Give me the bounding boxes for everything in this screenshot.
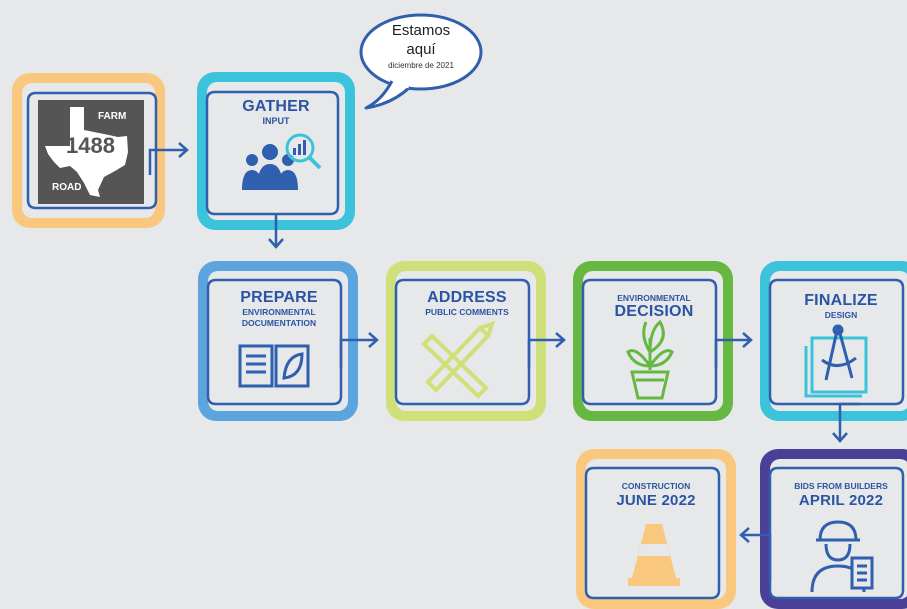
arrow-prepare-to-address: [339, 332, 379, 368]
tile-address: [386, 261, 546, 421]
construction-line-2: JUNE 2022: [616, 492, 696, 509]
texas-shape-icon: [45, 107, 128, 197]
traffic-cone-icon: [628, 524, 680, 586]
bids-line-1: BIDS FROM BUILDERS: [794, 481, 888, 491]
prepare-subtitle-2: DOCUMENTATION: [241, 318, 317, 328]
pencil-ruler-icon: [421, 320, 496, 399]
tile-gather: [197, 72, 355, 230]
blueprint-compass-icon: [804, 324, 868, 398]
bubble-date: diciembre de 2021: [388, 61, 454, 70]
address-subtitle: PUBLIC COMMENTS: [425, 307, 509, 317]
construction-worker-icon: [810, 520, 874, 593]
open-book-leaf-icon: [238, 344, 310, 388]
sign-number: 1488: [66, 133, 115, 158]
construction-line-1: CONSTRUCTION: [621, 481, 691, 491]
bubble-line-2: aquí: [406, 41, 436, 58]
finalize-title: FINALIZE: [804, 292, 878, 309]
bids-line-2: APRIL 2022: [798, 492, 884, 509]
tile-prepare: [198, 261, 358, 421]
tile-finalize: [760, 261, 907, 421]
arrow-address-to-decision: [527, 332, 566, 368]
bubble-line-1: Estamos: [391, 22, 451, 39]
prepare-title: PREPARE: [240, 289, 318, 306]
people-analytics-icon: [242, 133, 322, 190]
speech-bubble-text: Estamos aquí diciembre de 2021: [374, 22, 468, 70]
sign-road-label: ROAD: [52, 182, 82, 193]
finalize-subtitle: DESIGN: [824, 310, 858, 320]
gather-subtitle: INPUT: [262, 116, 290, 126]
prepare-subtitle-1: ENVIRONMENTAL: [242, 307, 316, 317]
arrow-bids-to-construction: [739, 527, 772, 582]
sign-farm-label: FARM: [98, 111, 127, 122]
plant-pot-icon: [626, 319, 674, 400]
tile-bids: [760, 449, 907, 609]
gather-title: GATHER: [242, 98, 310, 115]
arrow-decision-to-finalize: [714, 332, 753, 368]
arrow-sign-to-gather: [148, 142, 189, 175]
tile-decision: [573, 261, 733, 421]
tile-construction: [576, 449, 736, 609]
decision-title: DECISION: [614, 303, 694, 320]
address-title: ADDRESS: [427, 289, 507, 306]
decision-pretitle: ENVIRONMENTAL: [617, 293, 691, 303]
arrow-gather-to-prepare: [268, 214, 284, 249]
speech-bubble: [359, 13, 483, 110]
tile-farm-road: [12, 73, 165, 228]
arrow-finalize-to-bids: [832, 402, 860, 443]
